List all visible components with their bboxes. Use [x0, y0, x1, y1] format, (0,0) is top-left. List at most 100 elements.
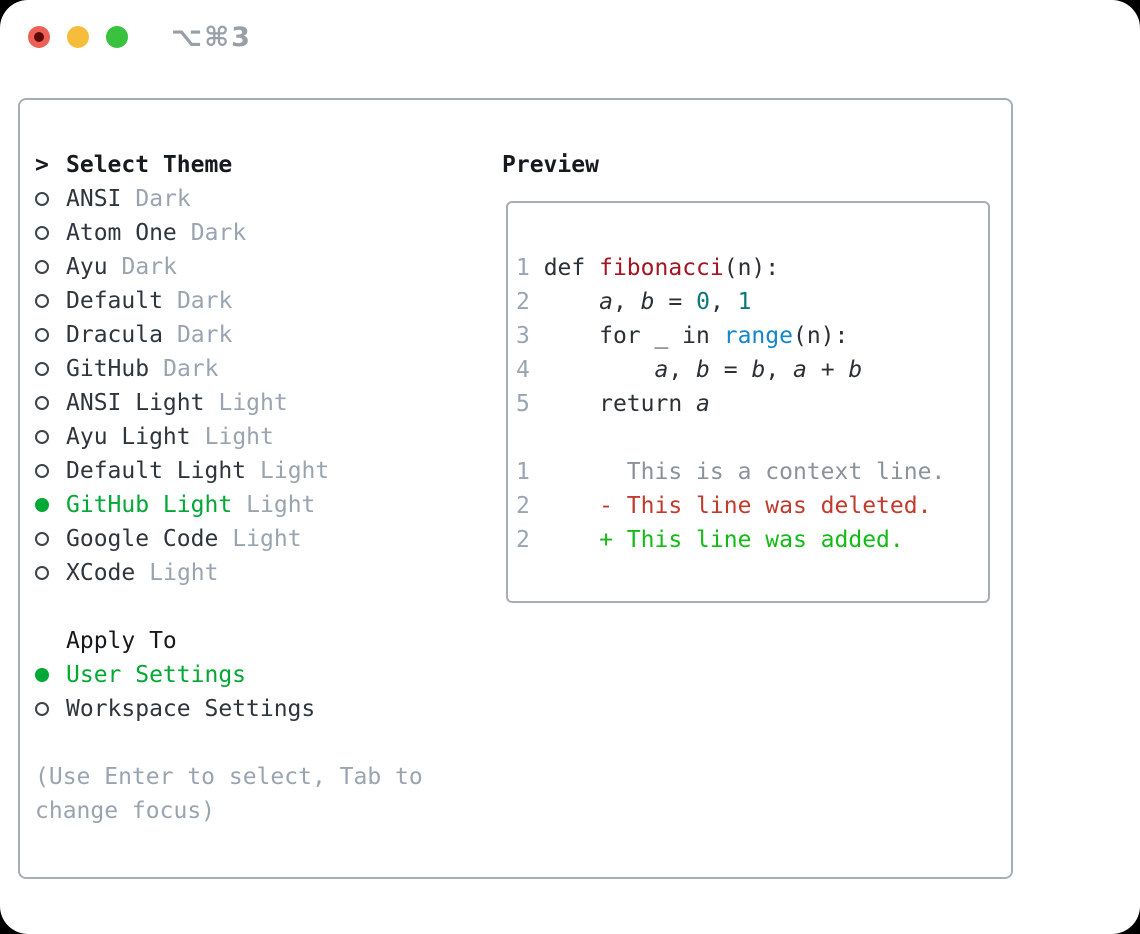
option-label: Ayu [66, 254, 108, 280]
line-number: 4 [516, 357, 530, 383]
radio-unselected-icon [35, 396, 49, 410]
radio-unselected-icon [35, 226, 49, 240]
code-token: a [793, 357, 807, 383]
select-theme-title: Select Theme [66, 152, 233, 178]
radio-unselected-icon [35, 566, 49, 580]
radio-icon [35, 702, 66, 716]
line-number: 2 [516, 289, 530, 315]
code-token: 1 [737, 289, 752, 315]
option-label: ANSI [66, 186, 122, 212]
spacer [35, 590, 502, 624]
code-token: (n): [723, 255, 780, 281]
code-token: fibonacci [599, 255, 724, 281]
theme-variant-label: Light [246, 492, 316, 518]
code-line: 2 a, b = 0, 1 [516, 285, 988, 319]
preview-header: Preview [502, 148, 1011, 182]
apply-to-header: Apply To [35, 624, 502, 658]
option-label: Ayu Light [66, 424, 191, 450]
code-token: + This line was added. [599, 527, 904, 553]
apply-to-option[interactable]: Workspace Settings [35, 692, 502, 726]
code-token: range [723, 323, 793, 349]
radio-selected-icon [35, 498, 49, 512]
spacer [35, 726, 502, 760]
spacer [516, 421, 988, 455]
code-line: 4 a, b = b, a + b [516, 353, 988, 387]
code-token: b [751, 357, 766, 383]
diff-line: 1 This is a context line. [516, 455, 988, 489]
option-label: GitHub [66, 356, 150, 382]
radio-icon [35, 328, 66, 342]
theme-option[interactable]: Google Code Light [35, 522, 502, 556]
radio-icon [35, 498, 66, 512]
hint-line-2: change focus) [35, 798, 216, 824]
code-token: , [668, 357, 697, 383]
code-token [530, 357, 655, 383]
theme-option[interactable]: Ayu Dark [35, 250, 502, 284]
radio-icon [35, 396, 66, 410]
minimize-button[interactable] [67, 26, 89, 48]
close-button[interactable] [28, 26, 50, 48]
option-label: Atom One [66, 220, 177, 246]
radio-icon [35, 532, 66, 546]
code-line: 1 def fibonacci(n): [516, 251, 988, 285]
radio-unselected-icon [35, 328, 49, 342]
theme-variant-label: Light [260, 458, 330, 484]
code-token: a [654, 357, 669, 383]
line-number: 1 [516, 255, 530, 281]
option-label: Google Code [66, 526, 219, 552]
theme-variant-label: Light [232, 526, 302, 552]
code-token: - This line was deleted. [599, 493, 932, 519]
prompt-caret-icon: > [35, 152, 49, 178]
diff-line: 2 - This line was deleted. [516, 489, 988, 523]
zoom-button[interactable] [106, 26, 128, 48]
theme-option[interactable]: XCode Light [35, 556, 502, 590]
apply-to-option[interactable]: User Settings [35, 658, 502, 692]
radio-icon [35, 430, 66, 444]
radio-unselected-icon [35, 362, 49, 376]
line-number: 5 [516, 391, 530, 417]
theme-option[interactable]: Ayu Light Light [35, 420, 502, 454]
select-theme-header: > Select Theme [35, 148, 502, 182]
code-token: b [640, 289, 655, 315]
preview-column: Preview 1 def fibonacci(n):2 a, b = 0, 1… [502, 148, 1011, 828]
code-token: for _ in [529, 323, 724, 349]
theme-variant-label: Dark [190, 220, 247, 246]
theme-option[interactable]: GitHub Light Light [35, 488, 502, 522]
theme-option[interactable]: Atom One Dark [35, 216, 502, 250]
radio-unselected-icon [35, 260, 49, 274]
theme-variant-label: Dark [121, 254, 177, 280]
code-token: a [599, 289, 613, 315]
theme-variant-label: Light [204, 424, 274, 450]
radio-icon [35, 464, 66, 478]
line-number: 2 [516, 527, 530, 553]
preview-title: Preview [502, 152, 599, 178]
radio-unselected-icon [35, 464, 49, 478]
code-line: 5 return a [516, 387, 988, 421]
code-token [530, 527, 599, 553]
option-label: GitHub Light [66, 492, 233, 518]
option-label: Workspace Settings [66, 696, 316, 722]
code-line: 3 for _ in range(n): [516, 319, 988, 353]
theme-variant-label: Light [149, 560, 219, 586]
diff-preview: 1 This is a context line.2 - This line w… [516, 455, 988, 557]
theme-variant-label: Light [218, 390, 288, 416]
code-token: This is a context line. [529, 459, 946, 485]
radio-unselected-icon [35, 294, 49, 308]
option-label: User Settings [66, 662, 247, 688]
radio-selected-icon [35, 668, 49, 682]
code-token: b [696, 357, 710, 383]
code-token: , [765, 357, 794, 383]
radio-icon [35, 668, 66, 682]
option-label: XCode [66, 560, 136, 586]
radio-icon [35, 226, 66, 240]
